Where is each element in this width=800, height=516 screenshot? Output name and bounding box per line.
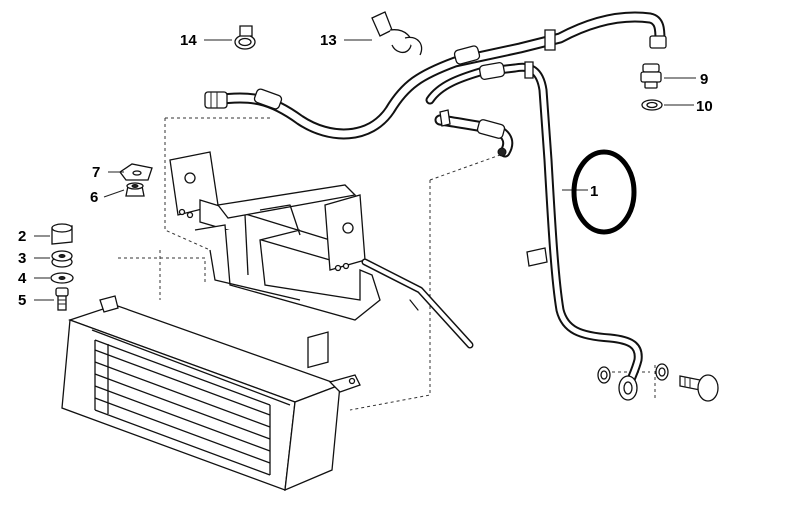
hose-clamp-14 <box>234 25 256 50</box>
part-label-5: 5 <box>18 292 26 309</box>
part-label-9: 9 <box>700 71 708 88</box>
mounting-bracket <box>169 151 474 349</box>
part-label-1: 1 <box>590 183 598 200</box>
bracket-clip-13 <box>371 11 423 56</box>
bushing-3 <box>51 250 73 268</box>
part-labels: 14 13 7 6 2 3 4 5 9 10 1 <box>18 32 713 309</box>
bolt-5 <box>55 287 69 311</box>
part-label-13: 13 <box>320 32 337 49</box>
part-label-10: 10 <box>696 98 713 115</box>
clip-7 <box>119 163 153 181</box>
oil-cooler-lines <box>204 11 667 401</box>
rubber-mount-2 <box>51 223 73 245</box>
part-label-4: 4 <box>18 270 27 287</box>
banjo-bolt <box>679 374 719 402</box>
sealing-ring-10 <box>641 99 663 111</box>
oil-cooler <box>61 295 361 492</box>
banjo-washer-right <box>655 363 669 381</box>
part-label-2: 2 <box>18 228 26 245</box>
part-label-7: 7 <box>92 164 100 181</box>
banjo-washer-left <box>597 366 611 384</box>
nut-6 <box>125 182 145 197</box>
washer-4 <box>50 272 74 284</box>
part-label-14: 14 <box>180 32 197 49</box>
part-label-6: 6 <box>90 189 98 206</box>
union-fitting-9 <box>640 63 662 89</box>
highlight-circle <box>571 149 637 235</box>
cooler-fins <box>94 339 271 476</box>
part-label-3: 3 <box>18 250 26 267</box>
